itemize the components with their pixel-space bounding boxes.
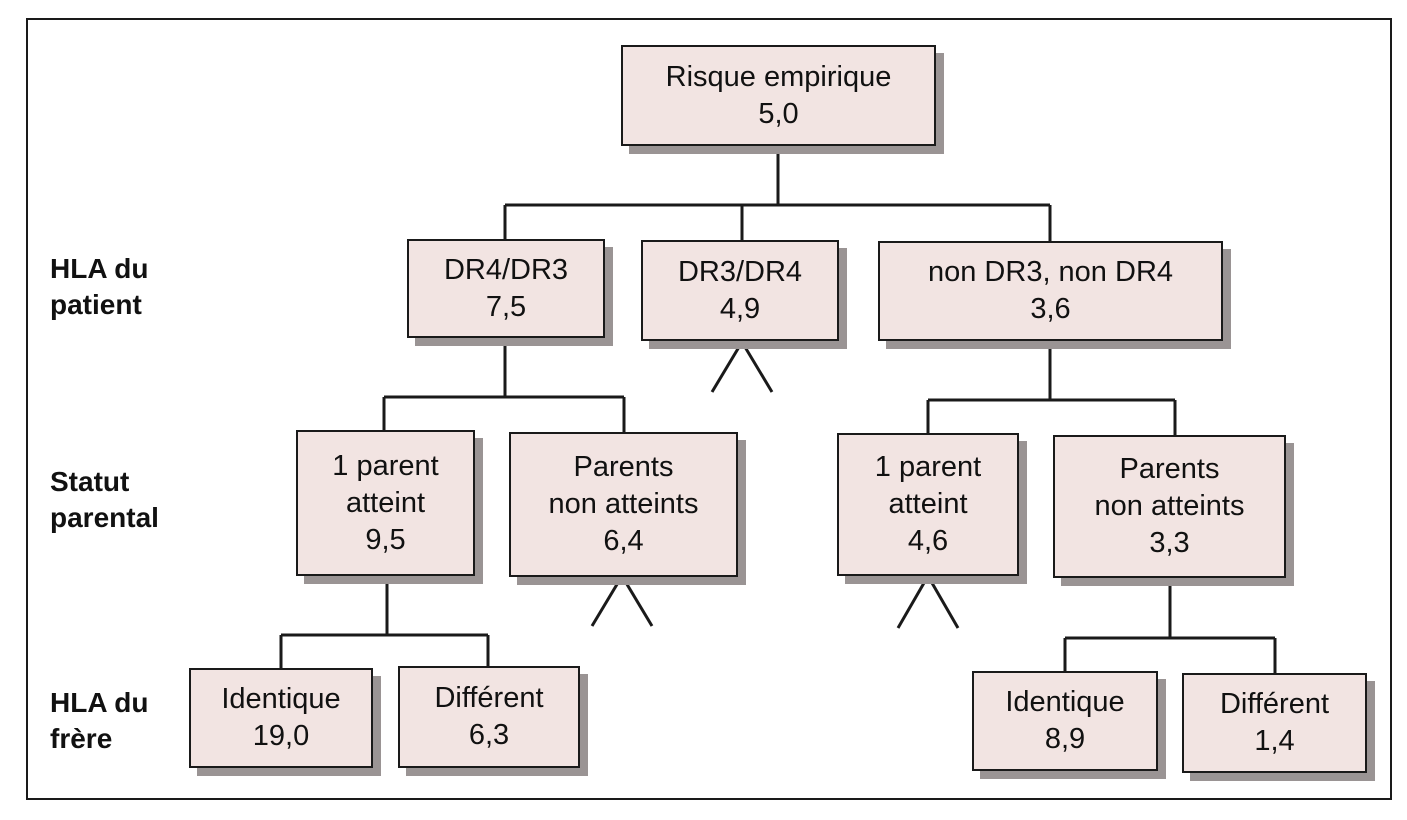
branch-wedge bbox=[896, 575, 930, 629]
node-non-dr3-non-dr4: non DR3, non DR4 3,6 bbox=[878, 241, 1223, 341]
node-dr3-dr4: DR3/DR4 4,9 bbox=[641, 240, 839, 341]
node-a-different: Différent 6,3 bbox=[398, 666, 580, 768]
node-a-1-parent-atteint: 1 parent atteint 9,5 bbox=[296, 430, 475, 576]
branch-wedge bbox=[926, 575, 960, 629]
node-risque-empirique: Risque empirique 5,0 bbox=[621, 45, 936, 146]
diagram-frame bbox=[26, 18, 1392, 800]
node-a-identique: Identique 19,0 bbox=[189, 668, 373, 768]
node-b-identique: Identique 8,9 bbox=[972, 671, 1158, 771]
branch-wedge bbox=[710, 341, 744, 393]
row-label-statut-parental: Statut parental bbox=[50, 466, 159, 533]
branch-wedge bbox=[590, 575, 624, 627]
node-b-1-parent-atteint: 1 parent atteint 4,6 bbox=[837, 433, 1019, 576]
row-label-hla-patient: HLA du patient bbox=[50, 253, 149, 320]
node-dr4-dr3: DR4/DR3 7,5 bbox=[407, 239, 605, 338]
node-b-different: Différent 1,4 bbox=[1182, 673, 1367, 773]
row-label-hla-frere: HLA du frère bbox=[50, 687, 149, 754]
node-a-parents-non-atteints: Parents non atteints 6,4 bbox=[509, 432, 738, 577]
branch-wedge bbox=[740, 341, 774, 393]
node-b-parents-non-atteints: Parents non atteints 3,3 bbox=[1053, 435, 1286, 578]
branch-wedge bbox=[620, 575, 654, 627]
